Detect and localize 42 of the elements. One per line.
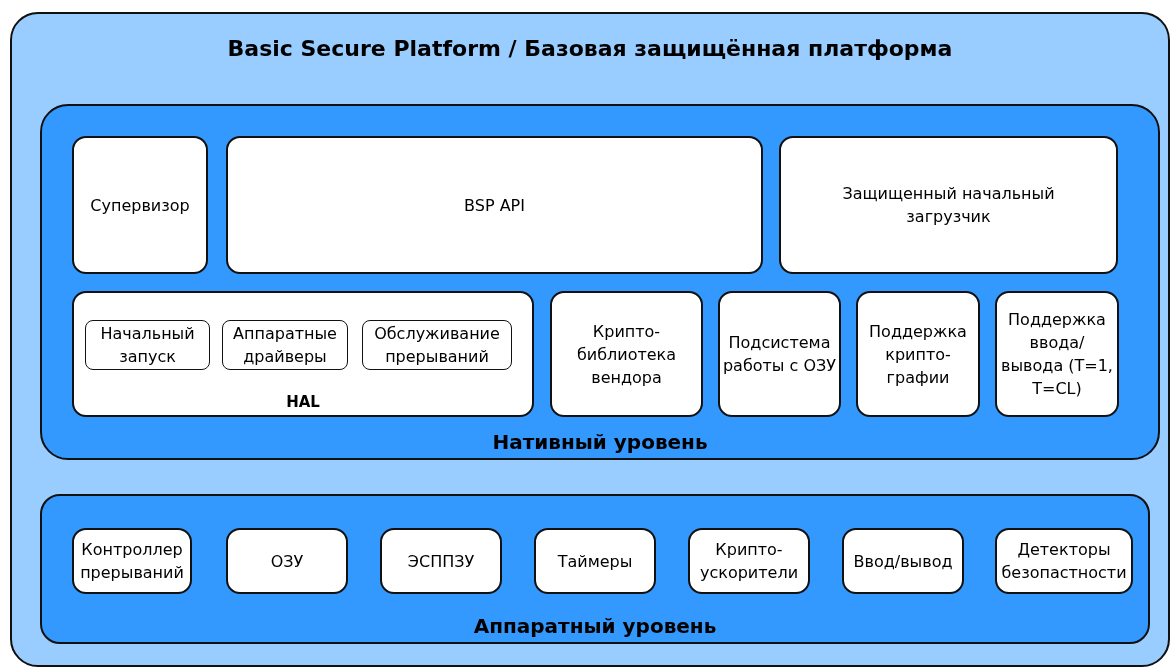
component-box [72,528,192,594]
box-label: Поддержка крипто- графии [868,320,968,389]
panel-title: HAL [285,393,321,411]
component-box [550,291,703,417]
box-label: ЭСППЗУ [406,550,476,573]
component-box [72,136,208,274]
component-box [995,528,1133,594]
box-label: Поддержка ввода/ вывода (T=1, T=CL) [1000,309,1114,400]
component-box [995,291,1119,417]
module-box [222,320,348,370]
box-label: Контроллер прерываний [79,539,185,584]
component-box [688,528,810,594]
layer-panel [40,104,1160,460]
component-box [842,528,964,594]
box-label: Крипто- библиотека вендора [575,320,678,389]
layer-panel [40,494,1150,644]
box-label: BSP API [463,194,526,217]
box-label: ОЗУ [269,550,305,573]
component-box [226,136,763,274]
box-label: Детекторы безопастности [1000,539,1128,584]
component-box [226,528,348,594]
box-label: Крипто- ускорители [698,539,800,584]
panel-title: Basic Secure Platform / Базовая защищённая платформа [226,36,954,61]
box-label: Подсистема работы с ОЗУ [721,332,838,377]
box-label: Начальный запуск [99,323,196,368]
component-box [718,291,841,417]
panel-title: Нативный уровень [491,430,709,454]
panel-title: Аппаратный уровень [472,614,718,638]
box-label: Таймеры [556,550,634,573]
box-label: Обслуживание прерываний [373,323,501,368]
component-box [779,136,1118,274]
component-box [72,291,534,417]
platform-panel [10,12,1170,667]
box-label: Защищенный начальный загрузчик [841,183,1056,228]
component-box [380,528,502,594]
module-box [362,320,512,370]
component-box [534,528,656,594]
box-label: Аппаратные драйверы [232,323,338,368]
module-box [85,320,210,370]
box-label: Супервизор [89,194,191,217]
box-label: Ввод/вывод [852,550,954,573]
component-box [856,291,980,417]
